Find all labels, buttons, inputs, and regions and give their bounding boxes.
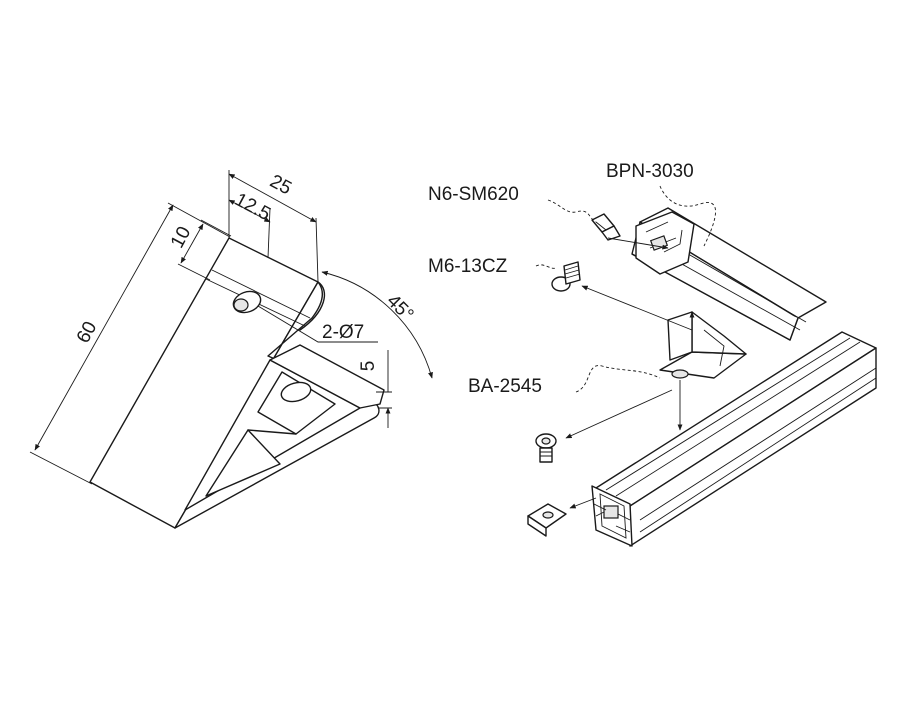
dim-width-label: 25 bbox=[266, 171, 295, 199]
bolt-part bbox=[551, 261, 581, 292]
dim-line-width bbox=[228, 173, 317, 223]
t-nut-part bbox=[527, 503, 567, 537]
bracket-rib-inner-a bbox=[205, 429, 281, 497]
assembly-line-bolt-bottom bbox=[565, 389, 673, 439]
bolt-bottom-part bbox=[535, 433, 557, 463]
leader-bracket bbox=[575, 365, 661, 393]
hole-top-inner bbox=[233, 298, 249, 312]
profile-bottom bbox=[591, 331, 877, 547]
dim-hole-spec-label: 2-Ø7 bbox=[322, 322, 364, 343]
assembly-line-screw bbox=[607, 237, 669, 250]
assembly-view: N6-SM620 BPN-3030 M6-13CZ BA-2545 bbox=[428, 161, 877, 547]
bracket-rib-brace bbox=[247, 429, 297, 435]
bracket-view: 60 10 25 12.5 2-Ø7 45° 5 bbox=[29, 170, 433, 529]
leader-screw-set bbox=[547, 199, 597, 223]
ext-lines-edge bbox=[177, 219, 232, 281]
leader-profile-top bbox=[659, 185, 716, 247]
dim-line-length bbox=[34, 204, 174, 451]
dim-angle-label: 45° bbox=[382, 291, 417, 326]
bracket-rib-inner-b bbox=[257, 371, 336, 435]
hole-side bbox=[280, 381, 312, 403]
dim-edge-label: 10 bbox=[167, 223, 195, 252]
assembly-line-bolt bbox=[581, 285, 693, 331]
assembly-line-nut bbox=[569, 497, 597, 509]
dim-line-hole-offset bbox=[228, 199, 271, 223]
label-profile-top: BPN-3030 bbox=[606, 161, 694, 182]
dim-line-edge bbox=[180, 223, 204, 264]
screw-set-part bbox=[591, 213, 621, 241]
dim-thickness-label: 5 bbox=[358, 361, 379, 372]
leader-bolt bbox=[535, 264, 557, 269]
label-screw-set: N6-SM620 bbox=[428, 184, 519, 205]
label-bolt: M6-13CZ bbox=[428, 256, 508, 277]
label-bracket: BA-2545 bbox=[468, 376, 542, 397]
assembly-bracket bbox=[659, 311, 747, 379]
dim-hole-offset-label: 12.5 bbox=[231, 189, 274, 225]
ext-lines-length bbox=[29, 202, 231, 485]
profile-top bbox=[631, 207, 827, 341]
dim-arc-angle bbox=[321, 270, 433, 379]
dim-length-label: 60 bbox=[73, 318, 101, 347]
